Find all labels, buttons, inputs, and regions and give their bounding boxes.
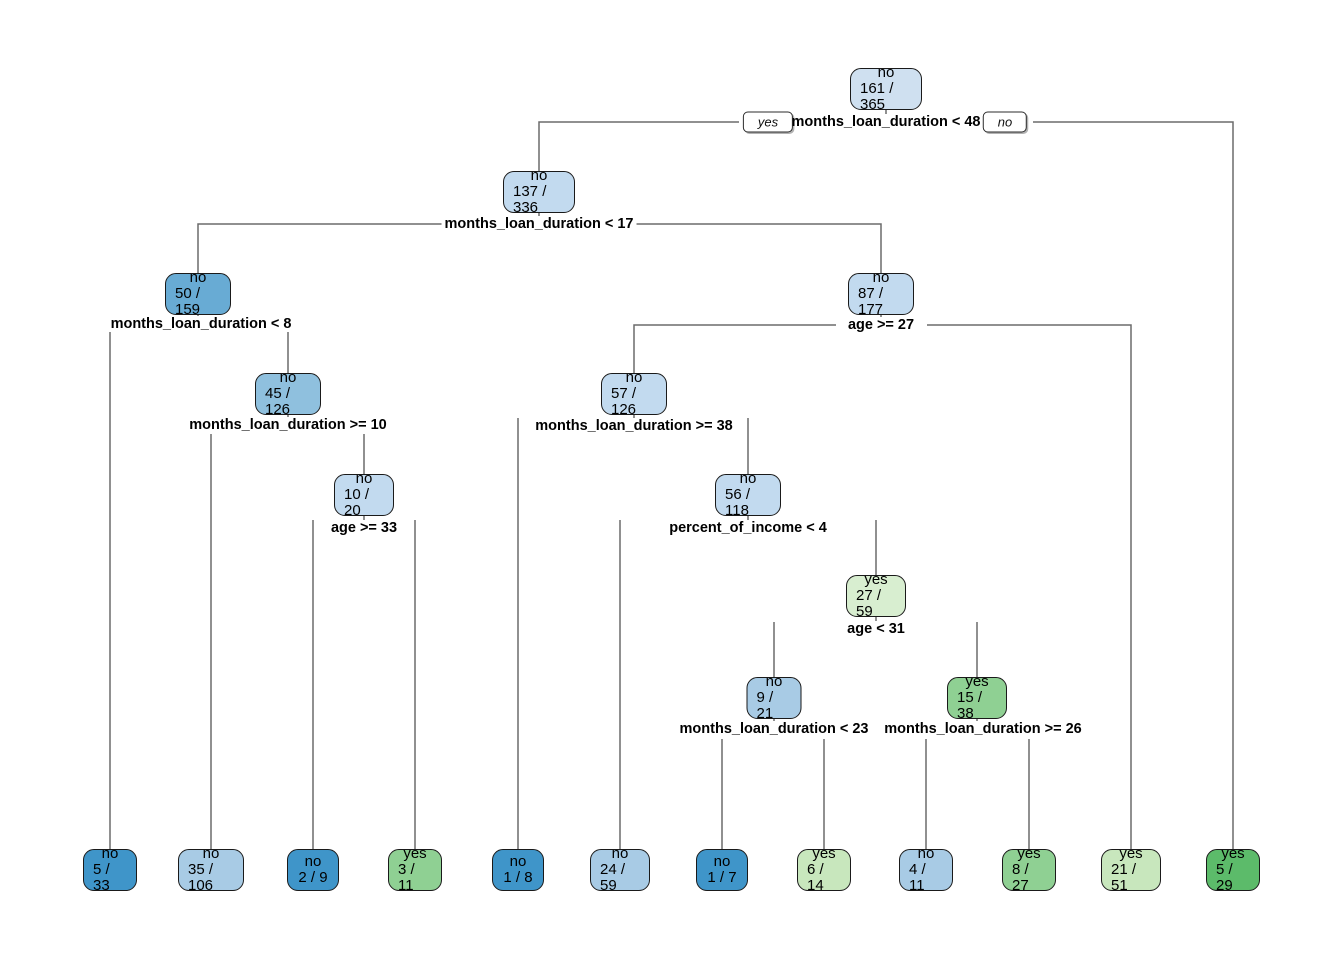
node-count-label: 27 / 59 [856,586,882,621]
split-condition-s5: age >= 33 [327,520,401,536]
node-class-label: no [625,368,643,386]
node-count-label: 87 / 177 [858,284,884,319]
node-count-label: 2 / 9 [298,869,328,886]
node-count-label: 45 / 126 [265,384,291,419]
split-condition-s3: months_loan_duration < 8 [107,316,295,332]
node-count-label: 24 / 59 [600,860,626,895]
node-class-label: yes [1221,844,1245,862]
tree-edge [1033,121,1234,849]
node-class-label: no [202,844,220,862]
split-condition-s9: age < 31 [844,621,908,637]
node-class-label: no [279,368,297,386]
node-count-label: 6 / 14 [807,860,824,895]
tree-edge [927,324,1132,849]
tree-edge [630,223,882,273]
node-class-label: no [304,852,322,870]
tree-edge [538,121,739,171]
node-class-label: no [872,268,890,286]
tree-edge [197,223,449,273]
node-class-label: no [917,844,935,862]
node-count-label: 50 / 159 [175,284,201,319]
branch-tag-no: no [982,111,1028,133]
node-class-label: no [739,469,757,487]
node-class-label: no [189,268,207,286]
node-count-label: 15 / 38 [957,688,983,723]
node-class-label: yes [812,844,836,862]
split-condition-s10: months_loan_duration < 23 [676,721,872,737]
node-class-label: yes [403,844,427,862]
node-class-label: yes [1119,844,1143,862]
node-class-label: no [611,844,629,862]
node-count-label: 1 / 7 [707,869,737,886]
split-condition-s7: months_loan_duration >= 38 [532,418,736,434]
node-count-label: 21 / 51 [1111,860,1137,895]
node-class-label: yes [965,672,989,690]
branch-tag-yes: yes [742,111,794,133]
split-condition-s2: months_loan_duration < 17 [441,216,637,232]
tree-edge [633,324,836,373]
node-count-label: 8 / 27 [1012,860,1029,895]
node-count-label: 1 / 8 [503,869,533,886]
node-count-label: 5 / 29 [1216,860,1233,895]
split-condition-s11: months_loan_duration >= 26 [881,721,1085,737]
node-count-label: 4 / 11 [909,860,926,895]
node-class-label: no [509,852,527,870]
node-class-label: no [530,166,548,184]
node-count-label: 3 / 11 [398,860,415,895]
node-count-label: 137 / 336 [513,182,547,217]
node-class-label: no [765,672,783,690]
split-condition-s6: age >= 27 [844,317,918,333]
node-count-label: 56 / 118 [725,485,751,520]
split-condition-s4: months_loan_duration >= 10 [186,417,390,433]
node-count-label: 161 / 365 [860,79,894,114]
node-class-label: no [713,852,731,870]
node-count-label: 5 / 33 [93,860,110,895]
node-class-label: yes [1017,844,1041,862]
node-class-label: no [101,844,119,862]
node-class-label: yes [864,570,888,588]
node-count-label: 35 / 106 [188,860,214,895]
node-count-label: 10 / 20 [344,485,370,520]
node-class-label: no [355,469,373,487]
node-count-label: 9 / 21 [756,688,774,723]
split-condition-s1: months_loan_duration < 48 [788,114,984,130]
node-class-label: no [877,63,895,81]
node-count-label: 57 / 126 [611,384,637,419]
split-condition-s8: percent_of_income < 4 [666,520,830,536]
